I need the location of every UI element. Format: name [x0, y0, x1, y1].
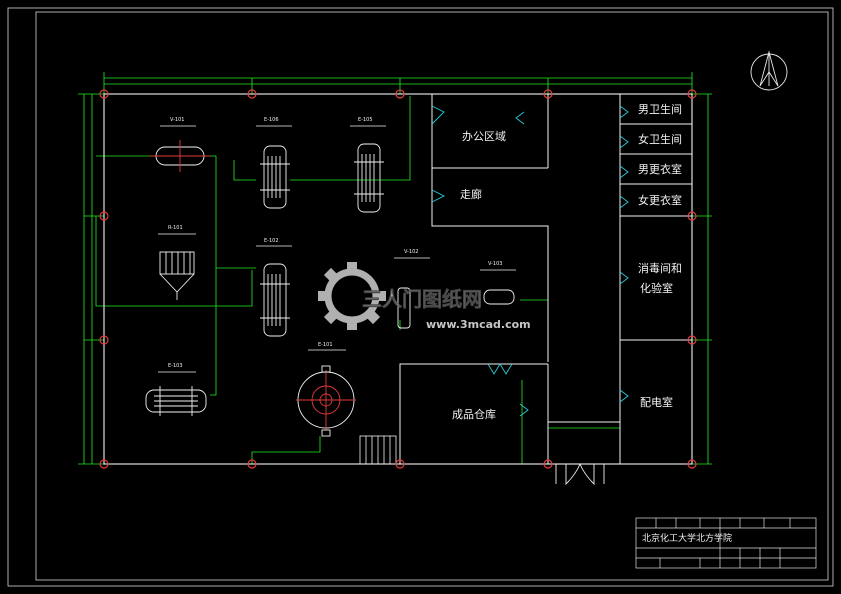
- watermark-logo: 三人门图纸网 www.3mcad.com: [318, 262, 531, 331]
- room-power: 配电室: [640, 395, 673, 409]
- outer-sheet-frame: [7, 7, 834, 587]
- inner-sheet-frame: [35, 11, 829, 581]
- watermark-url: www.3mcad.com: [426, 318, 531, 331]
- room-corridor: 走廊: [460, 187, 482, 201]
- title-block: [635, 517, 817, 569]
- watermark-brand: 三人门图纸网: [362, 287, 482, 311]
- vessel-v102: [397, 287, 411, 329]
- title-block-school: 北京化工大学北方学院: [642, 532, 732, 544]
- building-outline: [103, 93, 693, 465]
- vessel-v103: [483, 289, 515, 305]
- room-mens-locker: 男更衣室: [638, 162, 682, 176]
- reactor-r101: [159, 251, 195, 300]
- column-grid-bubbles: [99, 89, 697, 469]
- main-entrance-door: [555, 463, 605, 486]
- room-womens-locker: 女更衣室: [638, 193, 682, 207]
- tag-e101: E-101: [318, 342, 333, 348]
- interior-walls: [399, 94, 692, 464]
- north-arrow-icon: [750, 50, 788, 91]
- tag-v101: V-101: [170, 117, 184, 123]
- room-office: 办公区域: [462, 130, 506, 143]
- tag-r101: R-101: [168, 225, 183, 231]
- room-warehouse: 成品仓库: [452, 407, 496, 421]
- room-mens-toilet: 男卫生间: [638, 102, 682, 116]
- dimension-lines: [78, 72, 712, 465]
- room-womens-toilet: 女卫生间: [638, 132, 682, 146]
- door-swings: [431, 105, 629, 417]
- heat-exchanger-e103: [145, 386, 207, 416]
- evaporator-e101: [296, 365, 356, 437]
- horizontal-tank-v101: [150, 140, 210, 172]
- tag-e106: E-106: [264, 117, 279, 123]
- tag-v102: V-102: [404, 249, 418, 255]
- tag-e105: E-105: [358, 117, 373, 123]
- room-disinfection-line1: 消毒间和: [638, 261, 682, 275]
- heat-exchanger-e102: [260, 263, 290, 337]
- tag-e103: E-103: [168, 363, 183, 369]
- tag-e102: E-102: [264, 238, 279, 244]
- heat-exchanger-e106: [260, 145, 290, 209]
- heat-exchanger-e105: [354, 143, 384, 213]
- tag-v103: V-103: [488, 261, 502, 267]
- room-disinfection-line2: 化验室: [640, 281, 673, 295]
- stair: [359, 435, 397, 465]
